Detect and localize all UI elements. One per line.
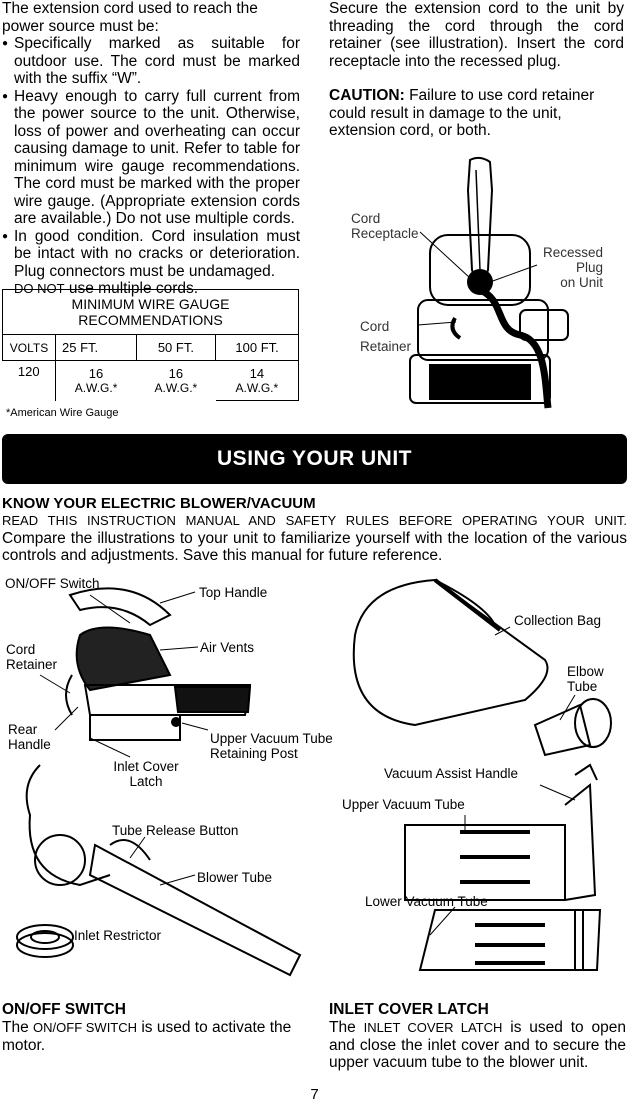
know-caps: READ THIS INSTRUCTION MANUAL AND SAFETY … <box>2 513 627 528</box>
elbow-tube-label: Elbow Tube <box>567 664 604 694</box>
label-line: Latch <box>129 774 163 789</box>
upper-tube-post-label: Upper Vacuum Tube Retaining Post <box>210 731 333 761</box>
body-caps: INLET COVER LATCH <box>363 1020 503 1035</box>
label-line: Recessed <box>542 245 603 260</box>
gauge-value: 14 <box>249 365 265 381</box>
collection-bag-label: Collection Bag <box>514 613 602 628</box>
blower-tube-label: Blower Tube <box>197 870 273 885</box>
vacuum-kit-illustration <box>352 578 612 971</box>
blower-illustration <box>16 587 302 977</box>
table-title: MINIMUM WIRE GAUGE RECOMMENDATIONS <box>2 289 299 335</box>
gauge-value: 16 <box>168 365 184 381</box>
right-column: Secure the extension cord to the unit by… <box>329 0 624 140</box>
label-line: Handle <box>8 737 51 752</box>
know-section: KNOW YOUR ELECTRIC BLOWER/VACUUM READ TH… <box>2 495 627 565</box>
label-line: Cord <box>351 211 381 226</box>
caution-block: CAUTION: Failure to use cord retainer co… <box>329 87 624 140</box>
inlet-cover-body: The INLET COVER LATCH is used to open an… <box>329 1019 626 1072</box>
volts-header: VOLTS <box>2 334 56 361</box>
recessed-plug-label: Recessed Plug on Unit <box>535 245 603 290</box>
label-line: Retainer <box>360 339 412 354</box>
table-title-line1: MINIMUM WIRE GAUGE <box>71 296 230 312</box>
label-line: Plug <box>575 260 603 275</box>
on-off-section: ON/OFF SWITCH The ON/OFF SWITCH is used … <box>2 1001 302 1054</box>
cord-retainer-illustration <box>409 156 569 409</box>
know-body: READ THIS INSTRUCTION MANUAL AND SAFETY … <box>2 512 627 565</box>
gauge-cell: 16 A.W.G.* <box>136 360 216 401</box>
body-text: is used to open and close the inlet cove… <box>329 1019 627 1071</box>
on-off-switch-label: ON/OFF Switch <box>5 576 100 591</box>
gauge-cell: 14 A.W.G.* <box>215 360 299 401</box>
vacuum-assist-handle-label: Vacuum Assist Handle <box>384 766 519 781</box>
cord-retainer-part-label: Cord Retainer <box>6 642 57 672</box>
label-line: Upper Vacuum Tube <box>210 731 333 746</box>
table-title-line2: RECOMMENDATIONS <box>78 312 223 328</box>
gauge-value: 16 <box>88 365 104 381</box>
label-line: Rear <box>8 722 38 737</box>
label-line: Elbow <box>567 664 604 679</box>
page-number: 7 <box>310 1086 319 1103</box>
awg-label: A.W.G.* <box>235 380 279 395</box>
caution-label: CAUTION: <box>329 87 405 104</box>
rear-handle-label: Rear Handle <box>8 722 51 752</box>
label-line: Inlet Cover <box>113 759 179 774</box>
volts-value: 120 <box>2 360 56 401</box>
length-25: 25 FT. <box>55 334 137 361</box>
cord-retainer-label: Cord Retainer <box>360 317 411 357</box>
list-item: Heavy enough to carry full current from … <box>2 88 300 228</box>
cord-instructions: Secure the extension cord to the unit by… <box>329 0 624 70</box>
lower-vacuum-tube-label: Lower Vacuum Tube <box>365 894 488 909</box>
inlet-cover-section: INLET COVER LATCH The INLET COVER LATCH … <box>329 1001 626 1072</box>
inlet-cover-latch-label: Inlet Cover Latch <box>108 759 184 789</box>
cord-receptacle-label: Cord Receptacle <box>351 211 419 241</box>
body-text: The <box>2 1019 29 1036</box>
wire-gauge-table: MINIMUM WIRE GAUGE RECOMMENDATIONS VOLTS… <box>2 289 299 401</box>
list-item: In good condition. Cord insulation must … <box>2 228 300 281</box>
body-caps: ON/OFF SWITCH <box>33 1020 138 1035</box>
body-text: The <box>329 1019 356 1036</box>
label-line: Retaining Post <box>210 746 298 761</box>
cord-requirements-list: Specifically marked as suitable for outd… <box>2 35 300 280</box>
left-column: The extension cord used to reach the pow… <box>2 0 300 298</box>
body-text: is used to activate the motor. <box>2 1019 292 1054</box>
label-line: Cord <box>6 642 36 657</box>
section-banner: USING YOUR UNIT <box>2 434 627 484</box>
caution-text: Failure to use cord retainer could resul… <box>329 87 595 139</box>
upper-vacuum-tube-label: Upper Vacuum Tube <box>342 797 465 812</box>
inlet-restrictor-label: Inlet Restrictor <box>74 928 162 943</box>
extension-cord-intro: The extension cord used to reach the pow… <box>2 0 258 35</box>
gauge-cell: 16 A.W.G.* <box>55 360 137 401</box>
inlet-cover-heading: INLET COVER LATCH <box>329 1001 489 1018</box>
air-vents-label: Air Vents <box>200 640 255 655</box>
label-line: Receptacle <box>351 226 419 241</box>
awg-label: A.W.G.* <box>74 380 118 395</box>
on-off-heading: ON/OFF SWITCH <box>2 1001 126 1018</box>
know-heading: KNOW YOUR ELECTRIC BLOWER/VACUUM <box>2 495 316 512</box>
on-off-body: The ON/OFF SWITCH is used to activate th… <box>2 1019 302 1054</box>
label-line: Cord <box>360 319 390 334</box>
tube-release-button-label: Tube Release Button <box>112 823 239 838</box>
know-rest: Compare the illustrations to your unit t… <box>2 529 627 565</box>
label-line: Tube <box>567 679 598 694</box>
list-item: Specifically marked as suitable for outd… <box>2 35 300 88</box>
top-handle-label: Top Handle <box>199 585 268 600</box>
label-line: Retainer <box>6 657 58 672</box>
label-line: on Unit <box>560 275 603 290</box>
awg-label: A.W.G.* <box>154 380 198 395</box>
table-footnote: *American Wire Gauge <box>6 407 119 419</box>
length-100: 100 FT. <box>215 334 299 361</box>
length-50: 50 FT. <box>135 334 217 361</box>
